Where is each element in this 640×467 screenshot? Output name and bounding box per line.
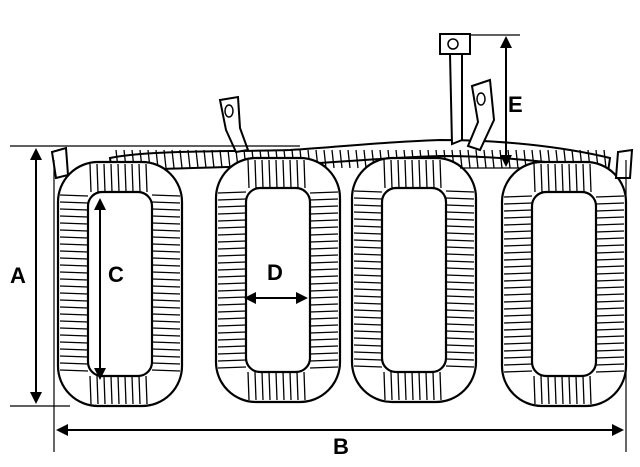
label-b: B: [333, 434, 349, 459]
coil-2: [214, 156, 342, 404]
label-c: C: [108, 262, 124, 287]
lead-terminal-top: [439, 33, 471, 146]
label-d: D: [267, 260, 283, 285]
coil-3: [350, 156, 478, 404]
label-a: A: [10, 263, 26, 288]
lead-terminal-left: [50, 146, 70, 180]
extension-lines: [10, 34, 627, 452]
lead-terminal-right: [614, 148, 634, 179]
label-e: E: [508, 92, 523, 117]
lead-terminal-angled: [466, 78, 496, 152]
coil-4: [500, 160, 628, 408]
lead-terminal-center: [218, 95, 250, 154]
